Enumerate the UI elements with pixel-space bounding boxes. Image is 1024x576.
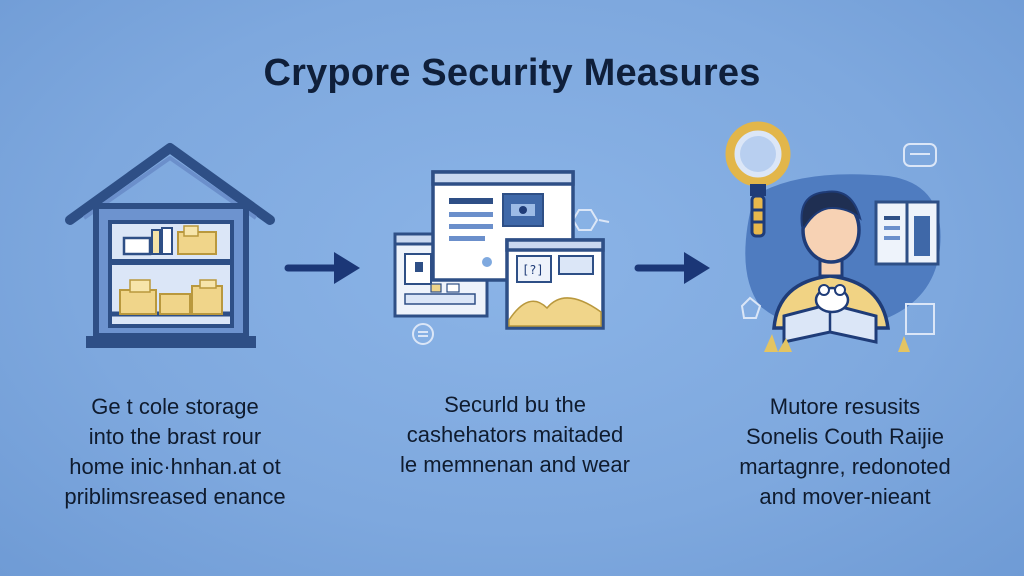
arrow-right-icon	[634, 252, 710, 284]
step-2-caption: Securld bu the cashehators maitaded le m…	[365, 390, 665, 480]
caption-line: cashehators maitaded	[406, 422, 624, 447]
caption-line: into the brast rour	[88, 424, 262, 449]
caption-line: Sonelis Couth Raijie	[745, 424, 945, 449]
svg-text:[?]: [?]	[522, 263, 544, 277]
caption-line: home inic·hnhan.at ot	[69, 454, 281, 479]
caption-line: martagnre, redonoted	[739, 454, 951, 479]
caption-line: Mutore resusits	[769, 394, 921, 419]
page-title: Crypore Security Measures	[263, 52, 761, 94]
caption-line: le memnenan and wear	[400, 452, 630, 477]
step-1-caption: Ge t cole storage into the brast rour ho…	[30, 392, 320, 512]
arrow-right-icon	[284, 252, 360, 284]
caption-line: Ge t cole storage	[91, 394, 259, 419]
caption-line: priblimsreased enance	[64, 484, 286, 509]
step-3-caption: Mutore resusits Sonelis Couth Raijie mar…	[700, 392, 990, 512]
person-magnifier-icon	[725, 121, 941, 352]
documents-security-icon: [?]	[393, 170, 610, 345]
caption-line: Securld bu the	[444, 392, 586, 417]
caption-line: and mover-nieant	[759, 484, 931, 509]
house-storage-icon	[65, 143, 275, 348]
